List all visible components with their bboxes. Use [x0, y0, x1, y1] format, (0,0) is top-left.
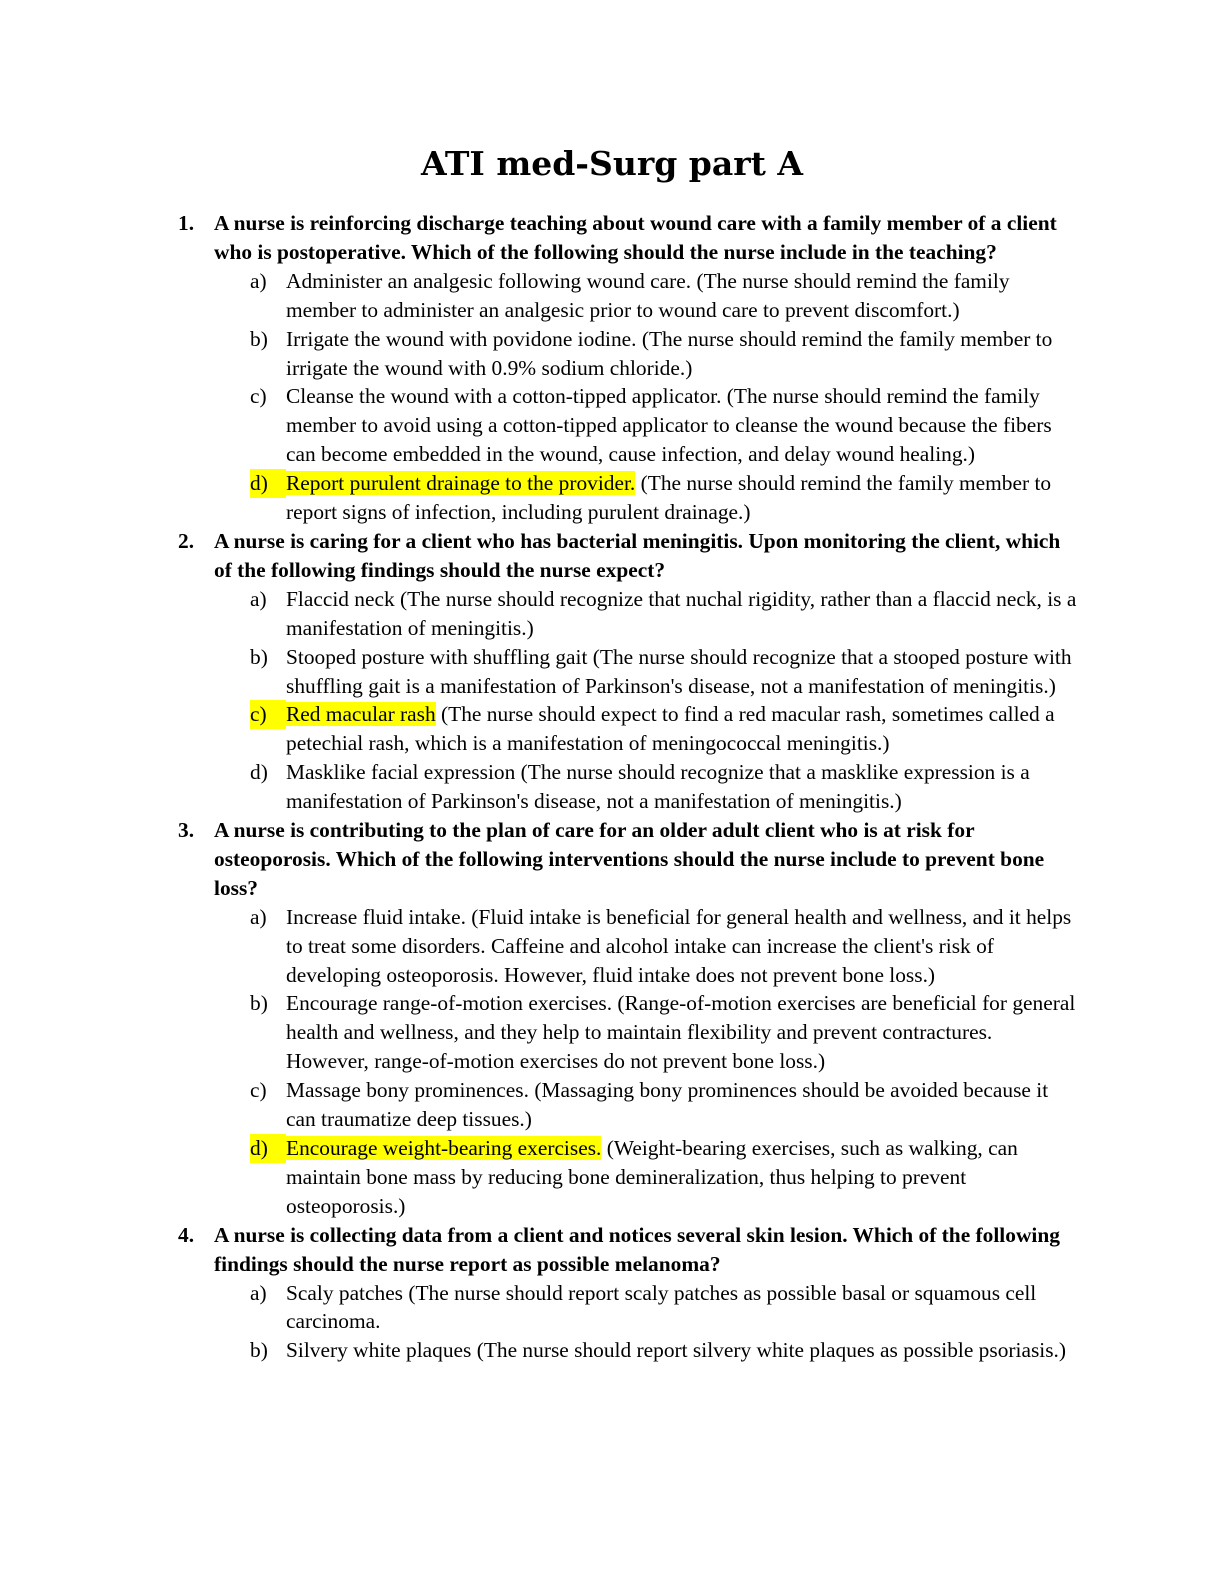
question-text: A nurse is caring for a client who has b…: [214, 528, 1061, 582]
question-number: 3.: [178, 818, 195, 843]
option-answer: Masklike facial expression: [286, 760, 516, 785]
option-answer: Scaly patches: [286, 1280, 404, 1305]
option-answer: Irrigate the wound with povidone iodine.: [286, 326, 637, 351]
option-letter: c): [250, 384, 267, 409]
option-rationale: (The nurse should recognize that nuchal …: [286, 586, 1077, 640]
question-text: A nurse is reinforcing discharge teachin…: [214, 211, 1057, 264]
option-rationale: (Massaging bony prominences should be av…: [286, 1078, 1049, 1132]
option-answer: Flaccid neck: [286, 586, 395, 611]
option-letter: c): [250, 700, 286, 730]
question-list: 1. A nurse is reinforcing discharge teac…: [178, 209, 1078, 1365]
option-rationale: (The nurse should report silvery white p…: [471, 1338, 1067, 1363]
page-title: ATI med-Surg part A: [421, 144, 803, 183]
option-answer: Massage bony prominences.: [286, 1078, 529, 1103]
answer-option: a) Scaly patches (The nurse should report…: [214, 1279, 1078, 1337]
option-rationale: (The nurse should remind the family memb…: [286, 326, 1053, 380]
option-letter: b): [250, 644, 268, 669]
question-item: 4. A nurse is collecting data from a cli…: [178, 1221, 1078, 1366]
option-answer: Encourage weight-bearing exercises.: [286, 1136, 602, 1160]
option-rationale: (Weight-bearing exercises, such as walki…: [286, 1136, 1018, 1218]
answer-option: c) Massage bony prominences. (Massaging b…: [214, 1076, 1078, 1134]
option-rationale: (The nurse should recognize that a stoop…: [286, 644, 1072, 698]
answer-option: b) Irrigate the wound with povidone iodin…: [214, 325, 1078, 383]
option-answer: Cleanse the wound with a cotton-tipped a…: [286, 384, 722, 409]
option-letter: d): [250, 760, 268, 785]
option-letter: c): [250, 1078, 267, 1103]
option-rationale: (The nurse should remind the family memb…: [286, 471, 1052, 525]
answer-option: a) Flaccid neck (The nurse should recogni…: [214, 585, 1078, 643]
question-text: A nurse is collecting data from a client…: [214, 1222, 1060, 1276]
option-rationale: (Range-of-motion exercises are beneficia…: [286, 991, 1076, 1074]
option-rationale: (The nurse should remind the family memb…: [286, 268, 1010, 322]
option-letter: d): [250, 1134, 286, 1163]
answer-option: a) Increase fluid intake. (Fluid intake i…: [214, 903, 1078, 990]
option-answer: Report purulent drainage to the provider…: [286, 471, 636, 496]
option-answer: Increase fluid intake.: [286, 904, 466, 929]
question-number: 2.: [178, 528, 195, 553]
answer-option: b) Silvery white plaques (The nurse shoul…: [214, 1336, 1078, 1365]
option-rationale: (The nurse should recognize that a maskl…: [286, 760, 1030, 814]
option-answer: Red macular rash: [286, 702, 436, 727]
option-letter: b): [250, 991, 268, 1016]
option-rationale: (The nurse should expect to find a red m…: [286, 702, 1055, 756]
answer-option: d) Masklike facial expression (The nurse …: [214, 758, 1078, 816]
answer-option: a) Administer an analgesic following woun…: [214, 267, 1078, 325]
answer-option: b) Encourage range-of-motion exercises. (…: [214, 989, 1078, 1076]
question-item: 1. A nurse is reinforcing discharge teac…: [178, 209, 1078, 527]
correct-answer-option: d)Encourage weight-bearing exercises. (W…: [214, 1134, 1078, 1221]
option-letter: a): [250, 904, 267, 929]
option-answer: Administer an analgesic following wound …: [286, 268, 692, 293]
option-rationale: (Fluid intake is beneficial for general …: [286, 904, 1072, 987]
option-answer: Silvery white plaques: [286, 1338, 472, 1363]
question-item: 2. A nurse is caring for a client who ha…: [178, 527, 1078, 816]
option-letter: a): [250, 268, 267, 293]
option-letter: a): [250, 586, 267, 611]
correct-answer-option: d)Report purulent drainage to the provid…: [214, 469, 1078, 527]
option-rationale: (The nurse should remind the family memb…: [286, 384, 1052, 467]
question-number: 4.: [178, 1222, 195, 1247]
option-answer: Stooped posture with shuffling gait: [286, 644, 588, 669]
option-rationale: (The nurse should report scaly patches a…: [286, 1280, 1037, 1334]
answer-option: b) Stooped posture with shuffling gait (T…: [214, 643, 1078, 701]
option-answer: Encourage range-of-motion exercises.: [286, 991, 613, 1016]
option-letter: b): [250, 1338, 268, 1363]
question-item: 3. A nurse is contributing to the plan o…: [178, 816, 1078, 1221]
question-number: 1.: [178, 211, 195, 235]
question-text: A nurse is contributing to the plan of c…: [214, 818, 1045, 900]
option-letter: d): [250, 469, 286, 499]
correct-answer-option: c)Red macular rash (The nurse should exp…: [214, 700, 1078, 758]
option-letter: a): [250, 1280, 267, 1305]
option-letter: b): [250, 326, 268, 351]
answer-option: c) Cleanse the wound with a cotton-tipped…: [214, 382, 1078, 469]
